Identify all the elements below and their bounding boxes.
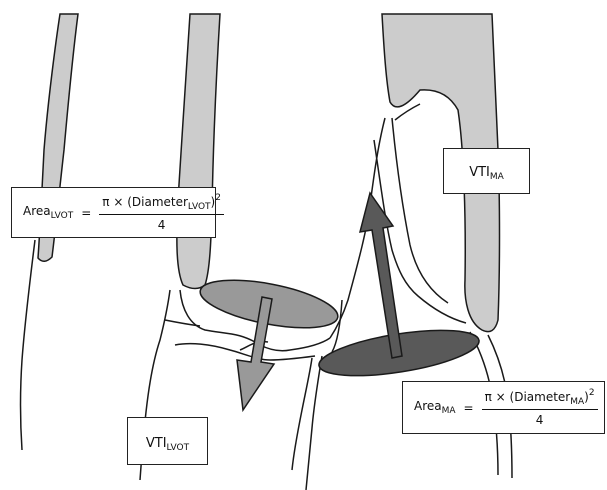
vti-lvot-label: VTILVOT — [127, 417, 208, 465]
ma-formula-equals: = — [464, 401, 474, 415]
vti-ma-label: VTIMA — [443, 148, 530, 194]
vti-ma-sub: MA — [490, 172, 504, 182]
vti-lvot-main: VTI — [146, 436, 167, 451]
ma-area-formula: AreaMA = π × (DiameterMA)2 4 — [402, 381, 605, 434]
lvot-formula-numerator: π × (DiameterLVOT)2 — [99, 193, 224, 215]
septum — [177, 14, 220, 289]
lvot-area-formula: AreaLVOT = π × (DiameterLVOT)2 4 — [11, 187, 216, 238]
ma-formula-denominator: 4 — [536, 410, 544, 427]
ma-formula-numerator: π × (DiameterMA)2 — [482, 388, 598, 410]
lvot-formula-lhs: AreaLVOT — [23, 204, 73, 221]
lvot-formula-fraction: π × (DiameterLVOT)2 4 — [99, 193, 224, 232]
mitral-flow-arrow — [360, 193, 402, 358]
lvot-formula-equals: = — [81, 206, 91, 220]
lvot-formula-denominator: 4 — [158, 215, 166, 232]
ma-formula-fraction: π × (DiameterMA)2 4 — [482, 388, 598, 427]
vti-ma-main: VTI — [469, 165, 490, 180]
vti-lvot-sub: LVOT — [167, 443, 190, 453]
ma-formula-lhs: AreaMA — [414, 399, 456, 416]
